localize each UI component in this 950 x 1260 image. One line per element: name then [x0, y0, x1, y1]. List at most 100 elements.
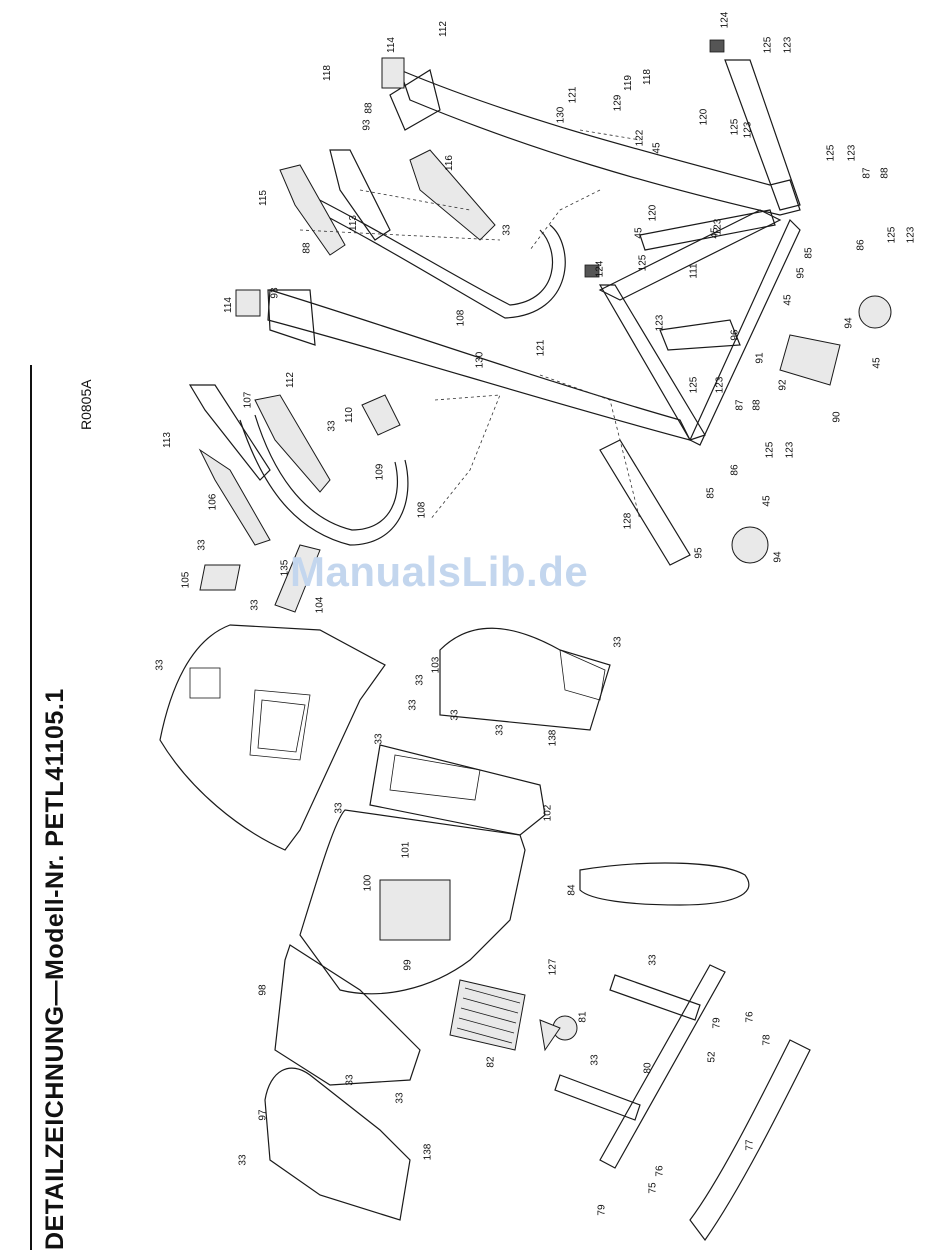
callout: 93 [361, 119, 373, 131]
callout: 91 [754, 352, 766, 364]
callout: 107 [242, 391, 254, 409]
callout: 112 [284, 372, 296, 388]
callout: 125 [825, 144, 837, 162]
hood-98 [274, 944, 421, 1086]
cap-113-lower [188, 384, 271, 481]
callout: 122 [634, 129, 646, 147]
callout: 33 [249, 599, 261, 611]
callout: 99 [402, 959, 414, 971]
callout: 84 [566, 884, 578, 896]
bar-135 [274, 544, 321, 613]
callout: 109 [374, 463, 386, 481]
callout: 85 [803, 247, 815, 259]
callout: 95 [693, 547, 705, 559]
callout: 45 [761, 495, 773, 507]
grip-116 [409, 149, 496, 241]
callout: 33 [344, 1074, 356, 1086]
callout: 87 [734, 399, 746, 411]
callout: 33 [237, 1154, 249, 1166]
callout: 121 [535, 339, 547, 357]
callout: 94 [843, 317, 855, 329]
callout: 124 [719, 11, 731, 29]
watermark: ManualsLib.de [290, 548, 589, 595]
callout: 127 [547, 958, 559, 976]
pulse-plate-114-left [235, 289, 261, 317]
callout: 77 [744, 1139, 756, 1151]
callout: 101 [400, 841, 412, 859]
callout: 115 [257, 190, 269, 206]
cover-103 [439, 627, 611, 731]
grip-115 [279, 164, 346, 256]
callout: 76 [654, 1165, 666, 1177]
callout: 81 [577, 1011, 589, 1023]
callout: 88 [301, 242, 313, 254]
callout: 93 [269, 287, 281, 299]
callout: 33 [612, 636, 624, 648]
roller-128 [599, 439, 691, 566]
callout: 45 [633, 227, 645, 239]
wheel-94-lower [731, 526, 769, 564]
pulse-plate-114-right [381, 57, 405, 89]
stabilizer-77 [689, 1039, 811, 1242]
panel-105 [199, 564, 241, 591]
callout: 76 [744, 1011, 756, 1023]
callout: 123 [782, 36, 794, 54]
callout: 105 [180, 571, 192, 589]
wheel-94-upper [858, 295, 892, 329]
callout: 121 [567, 86, 579, 104]
callout: 45 [871, 357, 883, 369]
callout: 33 [154, 659, 166, 671]
callout: 111 [688, 263, 700, 279]
bumper-124-upper [709, 39, 725, 53]
callout: 90 [831, 411, 843, 423]
callout: 123 [742, 121, 754, 139]
callout: 45 [782, 294, 794, 306]
belt-84 [579, 862, 750, 906]
callout: 118 [321, 65, 333, 81]
callout: 78 [761, 1034, 773, 1046]
callout: 108 [455, 309, 467, 327]
grille-82 [449, 979, 526, 1051]
fan-81 [539, 1015, 578, 1052]
callout: 123 [712, 218, 724, 236]
callout: 33 [373, 733, 385, 745]
callout: 125 [729, 118, 741, 136]
callout: 97 [257, 1109, 269, 1121]
callout: 82 [485, 1056, 497, 1068]
base-frame [598, 209, 801, 446]
display-100 [379, 879, 451, 941]
callout: 33 [589, 1054, 601, 1066]
callout: 33 [449, 709, 461, 721]
callout: 80 [642, 1062, 654, 1074]
callout: 128 [622, 512, 634, 530]
callout: 114 [222, 297, 234, 313]
callout: 129 [612, 94, 624, 112]
callout: 86 [729, 464, 741, 476]
motor-92 [779, 334, 841, 386]
callout: 92 [777, 379, 789, 391]
callout: 112 [437, 21, 449, 37]
cover-97 [264, 1067, 411, 1221]
callout: 45 [651, 142, 663, 154]
callout: 103 [430, 656, 442, 674]
callout: 135 [279, 559, 291, 577]
callout: 123 [714, 376, 726, 394]
callout: 33 [407, 699, 419, 711]
console-base-101 [299, 809, 526, 995]
callout: 102 [542, 804, 554, 822]
callout: 88 [363, 102, 375, 114]
cover-102 [369, 744, 546, 836]
callout: 33 [414, 674, 426, 686]
callout: 116 [443, 155, 455, 171]
callout: 123 [846, 144, 858, 162]
bumper-124-lower [584, 264, 600, 278]
callout: 123 [654, 314, 666, 332]
cap-113-upper [329, 149, 391, 241]
callout: 120 [647, 204, 659, 222]
callout: 33 [647, 954, 659, 966]
callout: 33 [333, 802, 345, 814]
callout: 113 [161, 432, 173, 448]
handrail-108-lower [239, 414, 409, 546]
